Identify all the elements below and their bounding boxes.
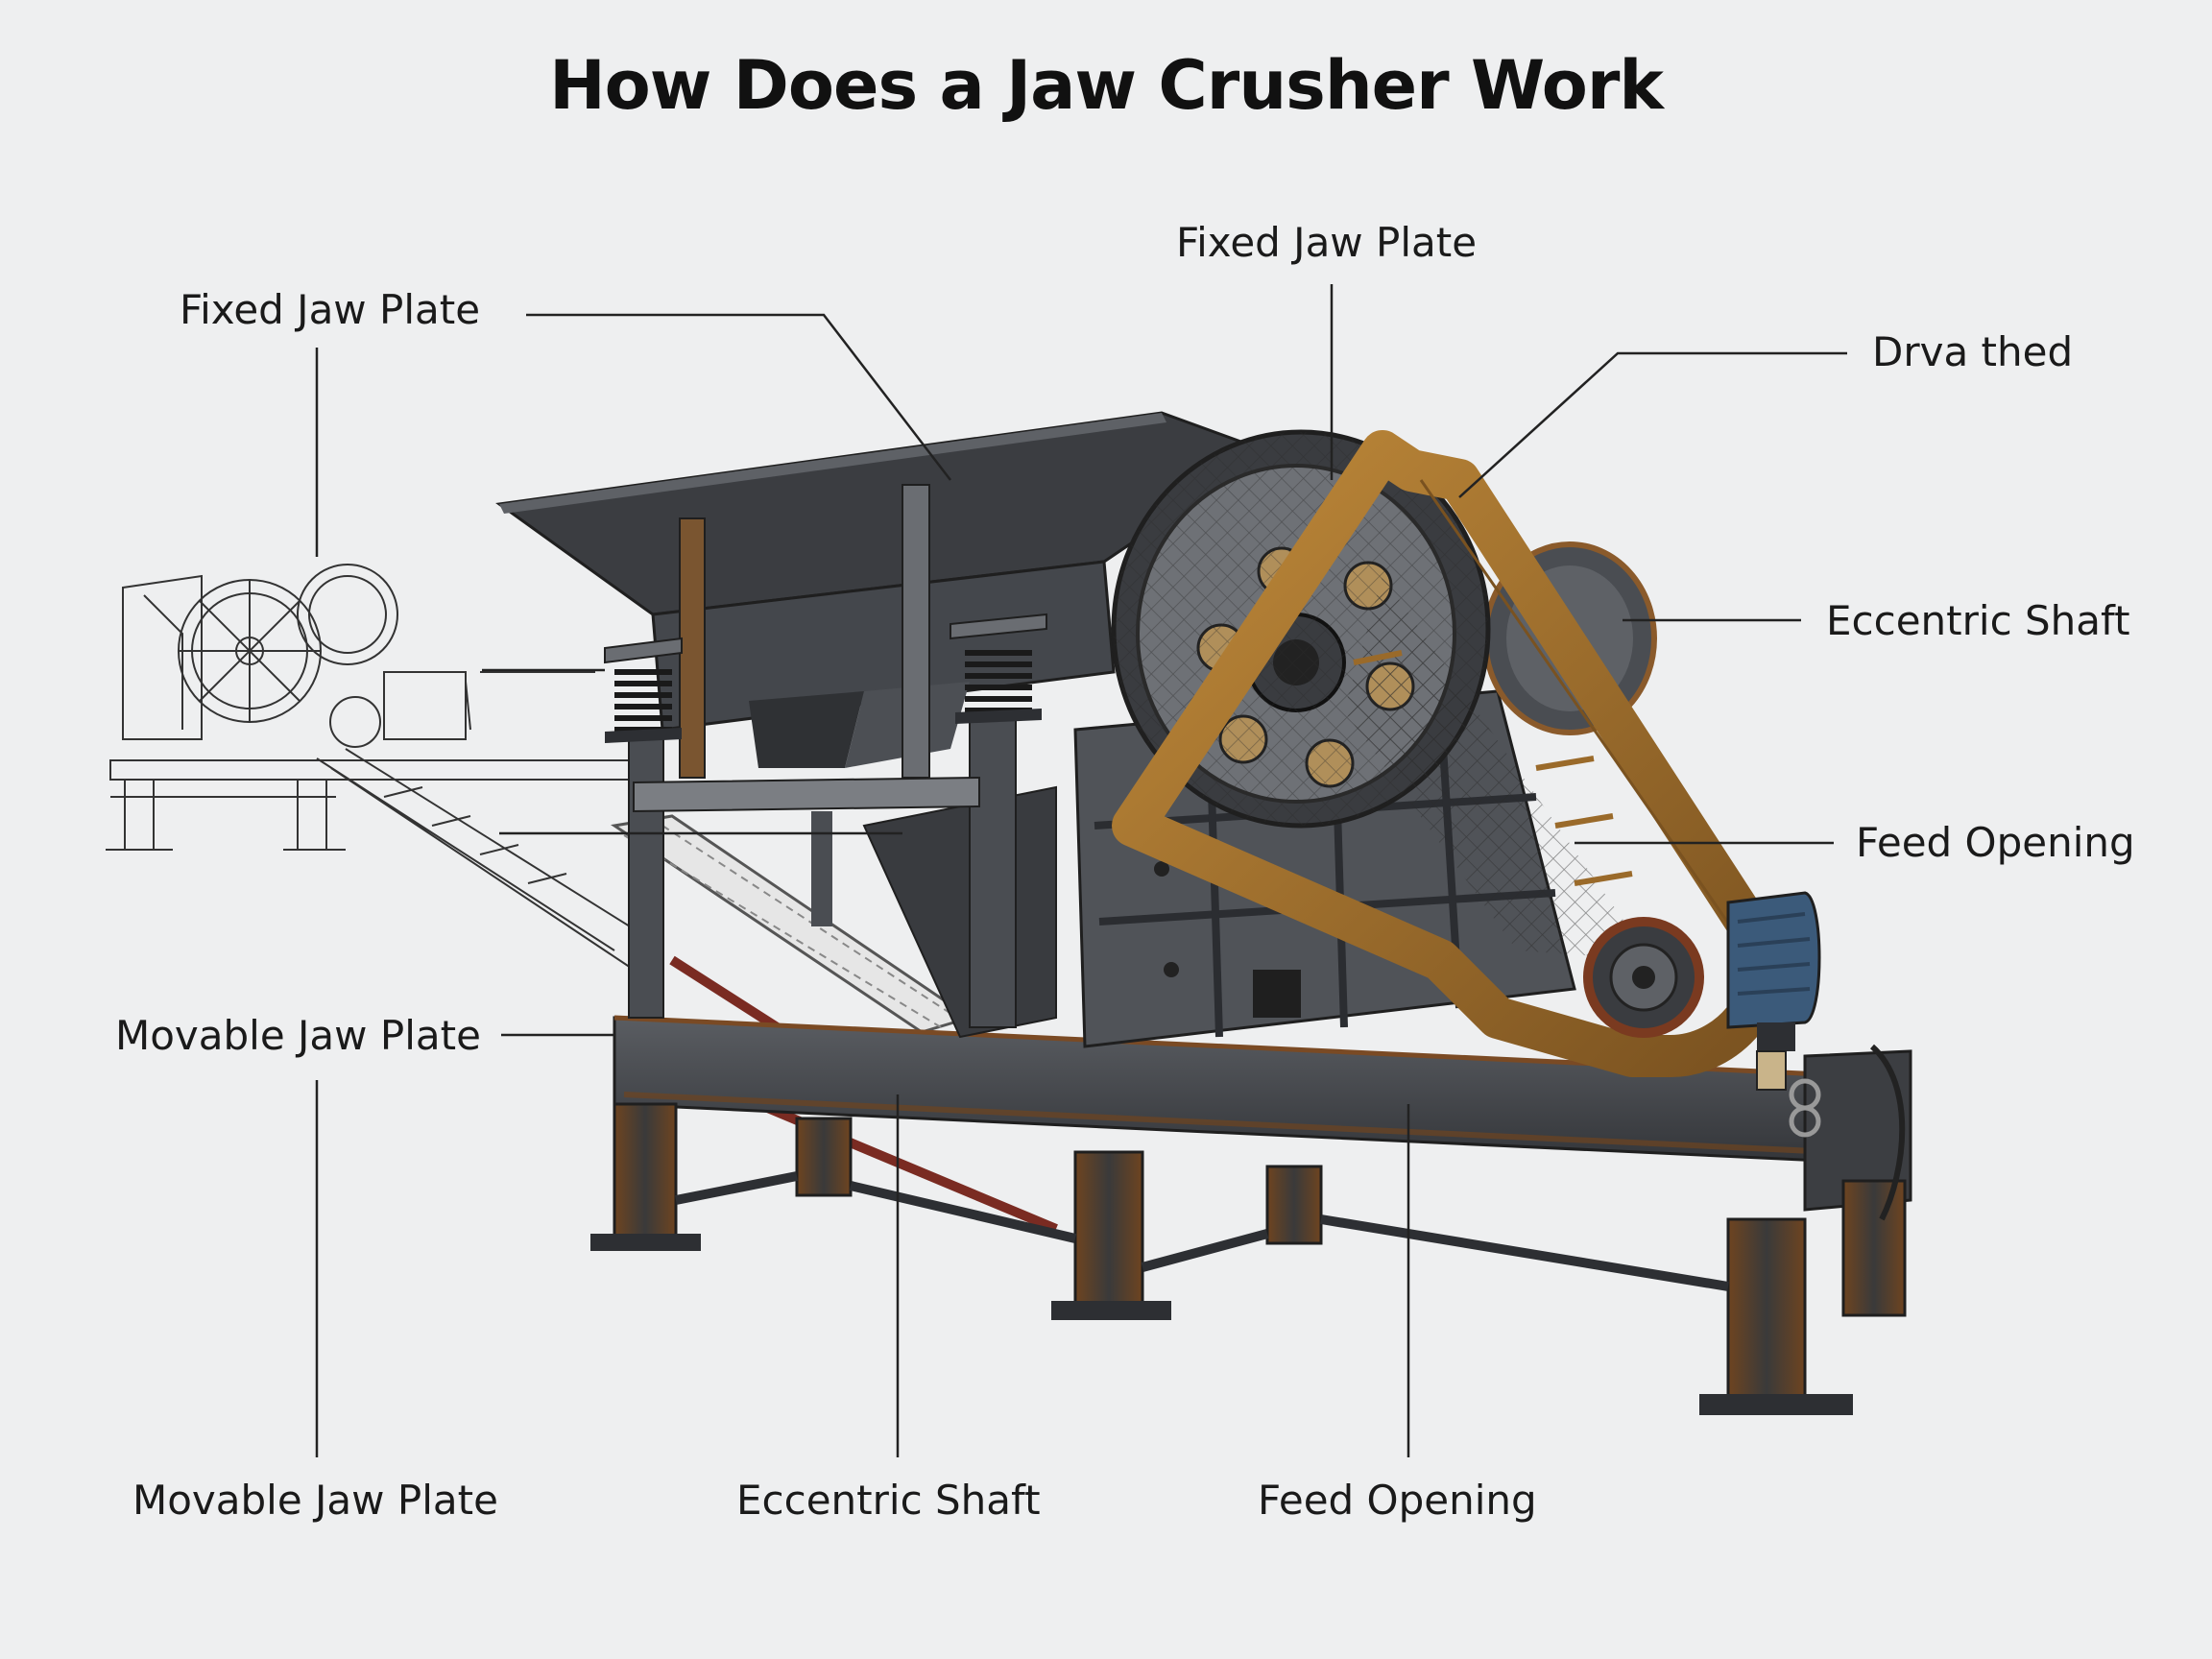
- base-frame: [590, 1015, 1912, 1415]
- motor-pulley: [1583, 917, 1704, 1038]
- label-drive-head: Drva thed: [1872, 328, 2074, 375]
- page-title: How Does a Jaw Crusher Work: [549, 46, 1664, 125]
- label-movable-jaw-plate-bottom: Movable Jaw Plate: [132, 1477, 498, 1524]
- label-eccentric-shaft-bottom: Eccentric Shaft: [736, 1477, 1041, 1524]
- electric-motor: [1726, 891, 1821, 1091]
- label-eccentric-shaft-right: Eccentric Shaft: [1826, 597, 2130, 644]
- label-fixed-jaw-plate-top: Fixed Jaw Plate: [1176, 219, 1478, 266]
- leader-lines: [315, 284, 1847, 1457]
- support-posts: [604, 484, 1047, 1028]
- label-feed-opening-bottom: Feed Opening: [1258, 1477, 1537, 1524]
- sketch-crusher: [106, 564, 654, 971]
- label-feed-opening-right: Feed Opening: [1856, 819, 2135, 866]
- label-fixed-jaw-plate-left: Fixed Jaw Plate: [180, 286, 481, 333]
- label-movable-jaw-plate-left: Movable Jaw Plate: [115, 1012, 481, 1059]
